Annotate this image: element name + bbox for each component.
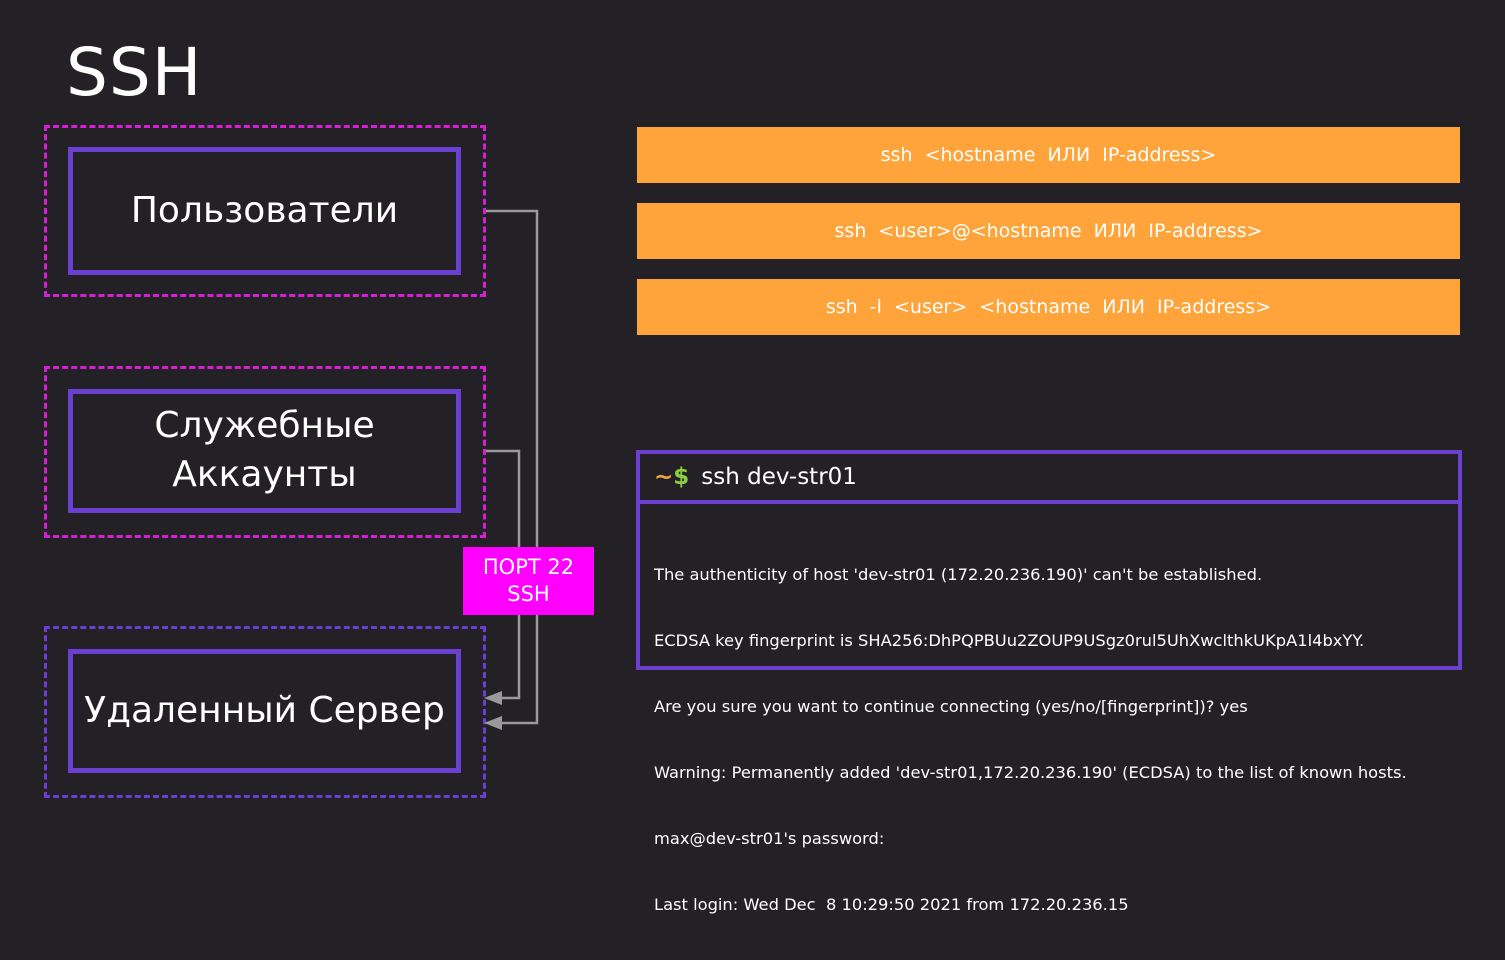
users-to-server-connector — [486, 209, 539, 725]
users-group-frame — [44, 125, 486, 297]
service-accounts-group-frame — [44, 366, 486, 538]
remote-server-group-frame — [44, 626, 486, 798]
terminal-output-line: Are you sure you want to continue connec… — [654, 697, 1248, 716]
users-label: Пользователи — [130, 189, 399, 231]
slide-title: SSH — [66, 34, 203, 111]
command-bar-hostname: ssh <hostname ИЛИ IP-address> — [637, 127, 1460, 183]
command-text: ssh -l <user> <hostname ИЛИ IP-address> — [825, 296, 1272, 318]
service-accounts-label-line1: Служебные — [154, 405, 375, 447]
terminal-window: ~$ ssh dev-str01 The authenticity of hos… — [636, 450, 1462, 914]
terminal-output-line: ECDSA key fingerprint is SHA256:DhPQPBUu… — [654, 631, 1365, 650]
terminal-output-line: Last login: Wed Dec 8 10:29:50 2021 from… — [654, 895, 1129, 914]
remote-server-label: Удаленный Сервер — [84, 689, 445, 731]
command-text: ssh <user>@<hostname ИЛИ IP-address> — [834, 220, 1263, 242]
port-badge-line2: SSH — [507, 582, 550, 606]
command-bar-login-flag: ssh -l <user> <hostname ИЛИ IP-address> — [637, 279, 1460, 335]
prompt-dollar: $ — [673, 464, 690, 490]
terminal-header: ~$ ssh dev-str01 — [640, 454, 1458, 504]
service-accounts-node: Служебные Аккаунты — [68, 389, 461, 513]
users-connector-arrowhead — [484, 716, 502, 730]
users-node: Пользователи — [68, 147, 461, 275]
terminal-command: ssh dev-str01 — [701, 464, 857, 490]
port-badge-line1: ПОРТ 22 — [482, 554, 575, 579]
terminal-output-line: max@dev-str01's password: — [654, 829, 885, 848]
command-bar-user-at-host: ssh <user>@<hostname ИЛИ IP-address> — [637, 203, 1460, 259]
service-accounts-label-line2: Аккаунты — [172, 454, 357, 495]
service-connector-arrowhead — [484, 691, 502, 705]
terminal-output: The authenticity of host 'dev-str01 (172… — [640, 504, 1458, 960]
port-22-badge: ПОРТ 22 SSH — [463, 547, 594, 615]
prompt-tilde: ~ — [654, 464, 674, 490]
terminal-output-line: The authenticity of host 'dev-str01 (172… — [654, 565, 1263, 584]
terminal-prompt: ~$ — [654, 464, 689, 490]
terminal-output-line: Warning: Permanently added 'dev-str01,17… — [654, 763, 1407, 782]
remote-server-node: Удаленный Сервер — [68, 649, 461, 773]
command-text: ssh <hostname ИЛИ IP-address> — [880, 144, 1217, 166]
